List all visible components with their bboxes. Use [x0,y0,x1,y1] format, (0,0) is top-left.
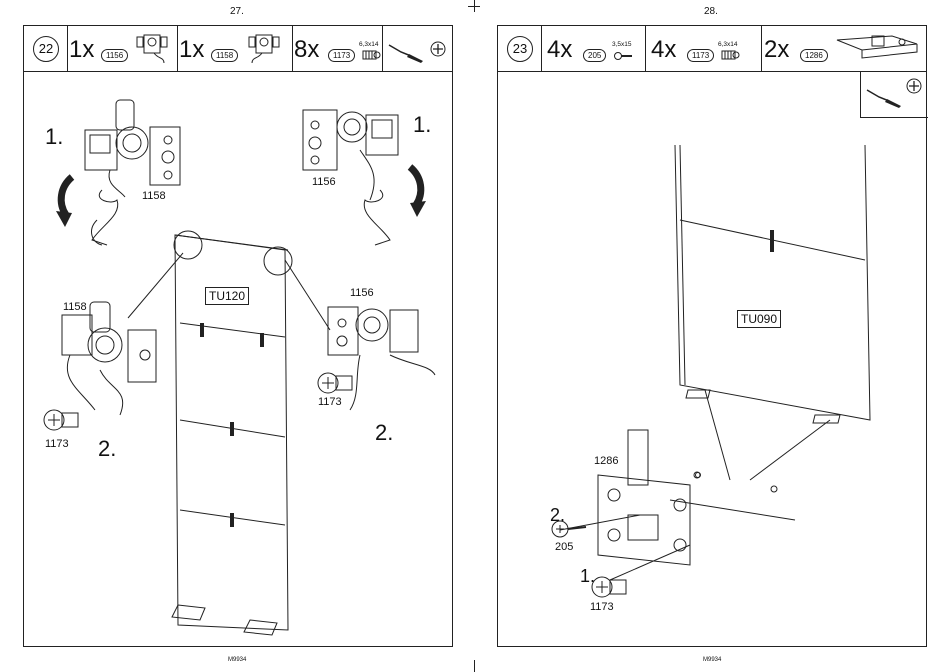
screw-point-icon [693,471,701,479]
part-label: 1173 [590,601,614,613]
step-label: 1. [580,566,595,587]
part-label: 205 [555,541,573,553]
step-label: 2. [550,505,565,526]
part-label: 1286 [594,455,618,467]
screw-point-icon [770,485,778,493]
dowel-illustration [590,572,630,602]
bracket-illustration [590,425,710,570]
